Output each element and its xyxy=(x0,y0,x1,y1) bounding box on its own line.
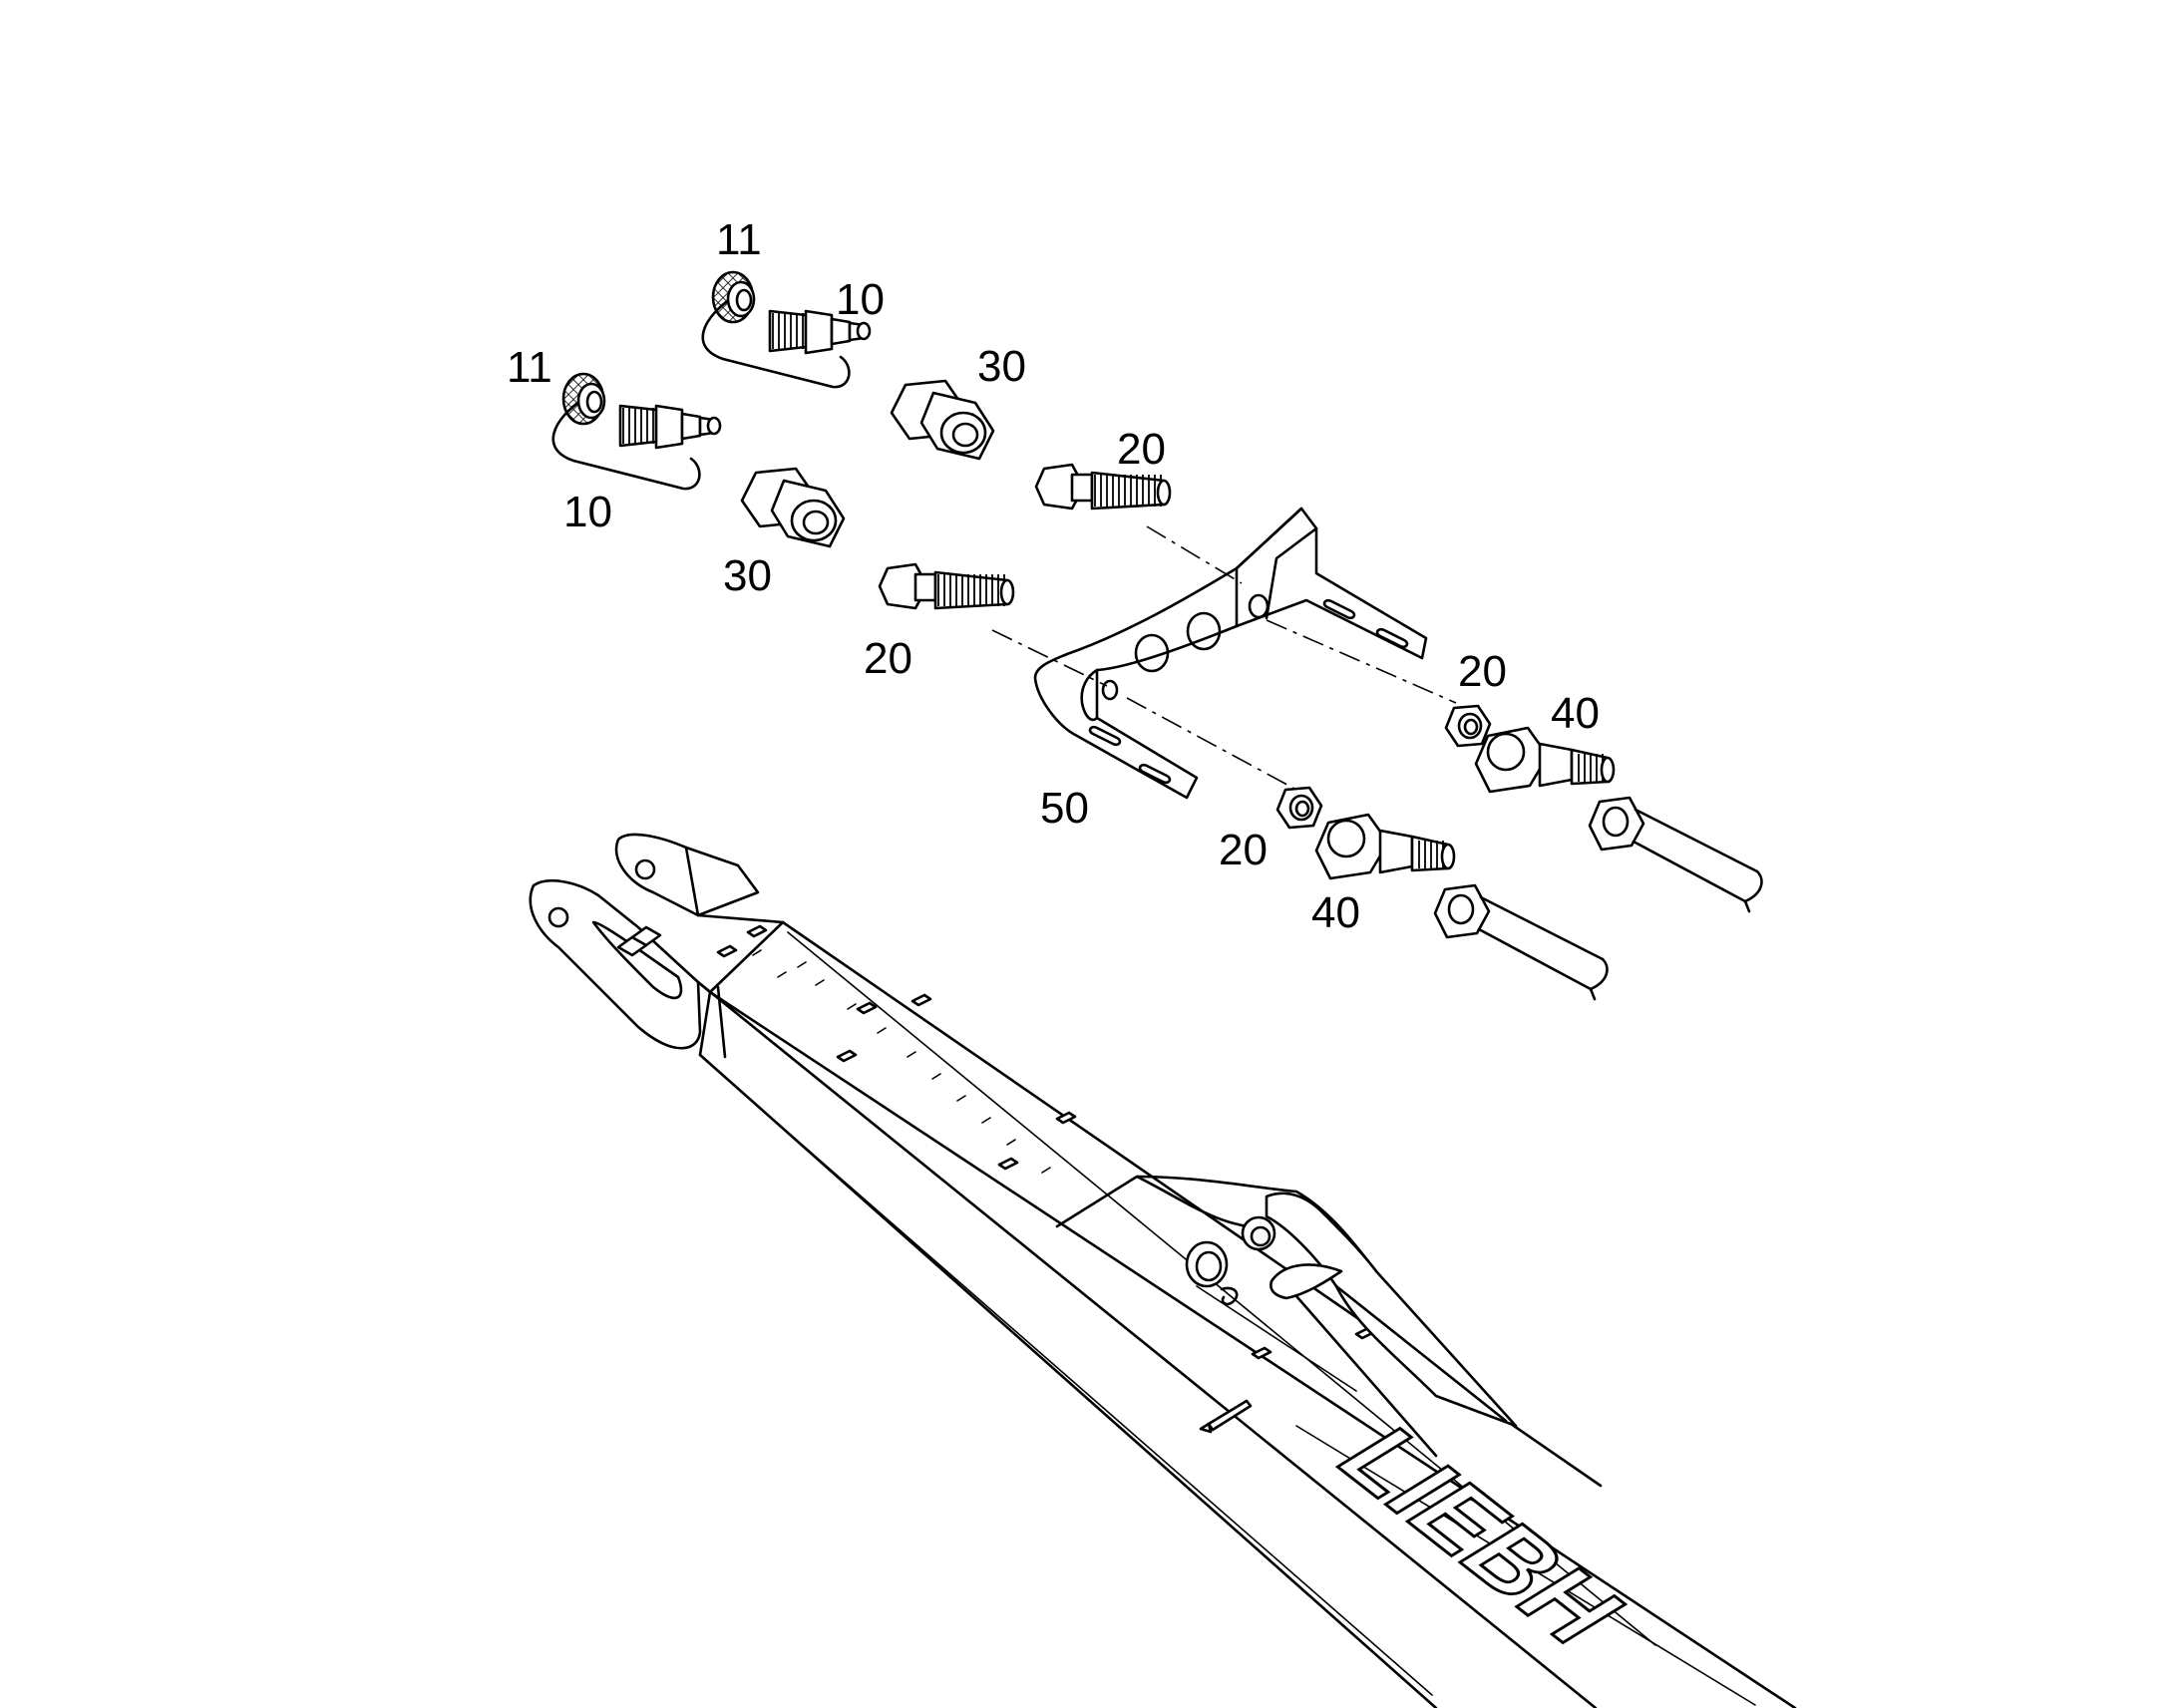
callout-11-left: 11 xyxy=(507,343,552,392)
callout-20-nut-lower: 20 xyxy=(1219,826,1268,874)
straight-fitting-40-lower xyxy=(1314,813,1456,880)
test-coupling-10-left xyxy=(618,404,722,450)
callout-11-top: 11 xyxy=(716,215,762,264)
callout-20-lower: 20 xyxy=(864,634,912,683)
callout-10-top: 10 xyxy=(836,275,885,324)
callout-40-lower: 40 xyxy=(1311,888,1360,937)
union-nut-30-top xyxy=(890,379,995,461)
callout-30-top: 30 xyxy=(977,342,1026,391)
lock-nut-20-lower xyxy=(1275,786,1323,830)
callout-20-nut-upper: 20 xyxy=(1458,647,1507,696)
liebherr-logo: LIEBH xyxy=(1320,1405,1641,1666)
callout-50-bracket: 50 xyxy=(1040,784,1089,833)
hose-end-lower xyxy=(1433,883,1609,1001)
callout-10-left: 10 xyxy=(563,488,612,536)
mounting-bracket xyxy=(1033,507,1428,800)
assembly-centerlines xyxy=(991,525,1457,791)
callout-30-left: 30 xyxy=(723,551,772,600)
union-nut-30-left xyxy=(740,467,846,548)
callout-20-upper: 20 xyxy=(1117,425,1166,474)
hose-end-upper xyxy=(1588,796,1763,913)
threaded-stud-20-lower xyxy=(878,562,1015,610)
callout-40-upper: 40 xyxy=(1551,689,1600,738)
lock-nut-20-upper xyxy=(1444,704,1492,748)
